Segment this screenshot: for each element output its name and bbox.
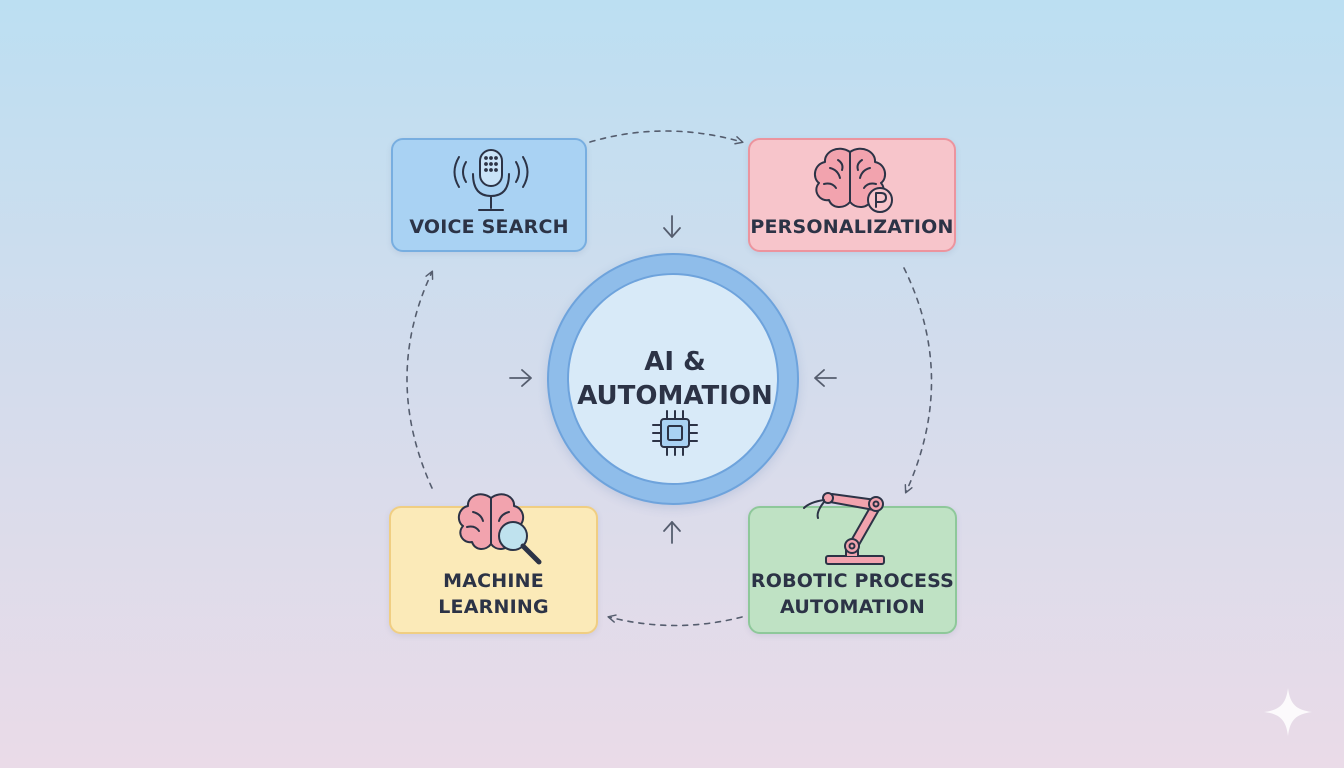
arrow-in-right xyxy=(814,369,837,387)
hub-title: AI & AUTOMATION xyxy=(577,347,773,411)
rpa-card: ROBOTIC PROCESS AUTOMATION xyxy=(748,492,957,634)
microchip-icon xyxy=(649,407,701,463)
personalization-label: PERSONALIZATION xyxy=(750,216,954,238)
brain-p-icon xyxy=(808,146,900,222)
connector-rpa-to-ml xyxy=(607,614,743,627)
machine-learning-label: MACHINE LEARNING xyxy=(438,570,549,618)
robotic-arm-icon xyxy=(796,484,896,570)
microphone-icon xyxy=(447,148,535,222)
arrow-in-left xyxy=(509,369,532,387)
brain-magnifier-icon xyxy=(453,490,549,574)
arrow-in-bottom xyxy=(663,521,681,544)
ai-automation-hub: AI & AUTOMATION xyxy=(547,253,799,505)
connector-ml-to-voice xyxy=(406,270,434,489)
connector-personalization-to-rpa xyxy=(903,267,933,494)
machine-learning-card: MACHINE LEARNING xyxy=(389,493,598,634)
personalization-card: PERSONALIZATION xyxy=(748,138,956,252)
hub-core: AI & AUTOMATION xyxy=(567,273,779,485)
voice-search-card: VOICE SEARCH xyxy=(391,138,587,252)
connector-voice-to-personalization xyxy=(589,130,744,145)
sparkle-icon xyxy=(1262,686,1314,742)
voice-search-label: VOICE SEARCH xyxy=(409,216,569,238)
rpa-label: ROBOTIC PROCESS AUTOMATION xyxy=(750,570,955,618)
arrow-in-top xyxy=(663,215,681,238)
